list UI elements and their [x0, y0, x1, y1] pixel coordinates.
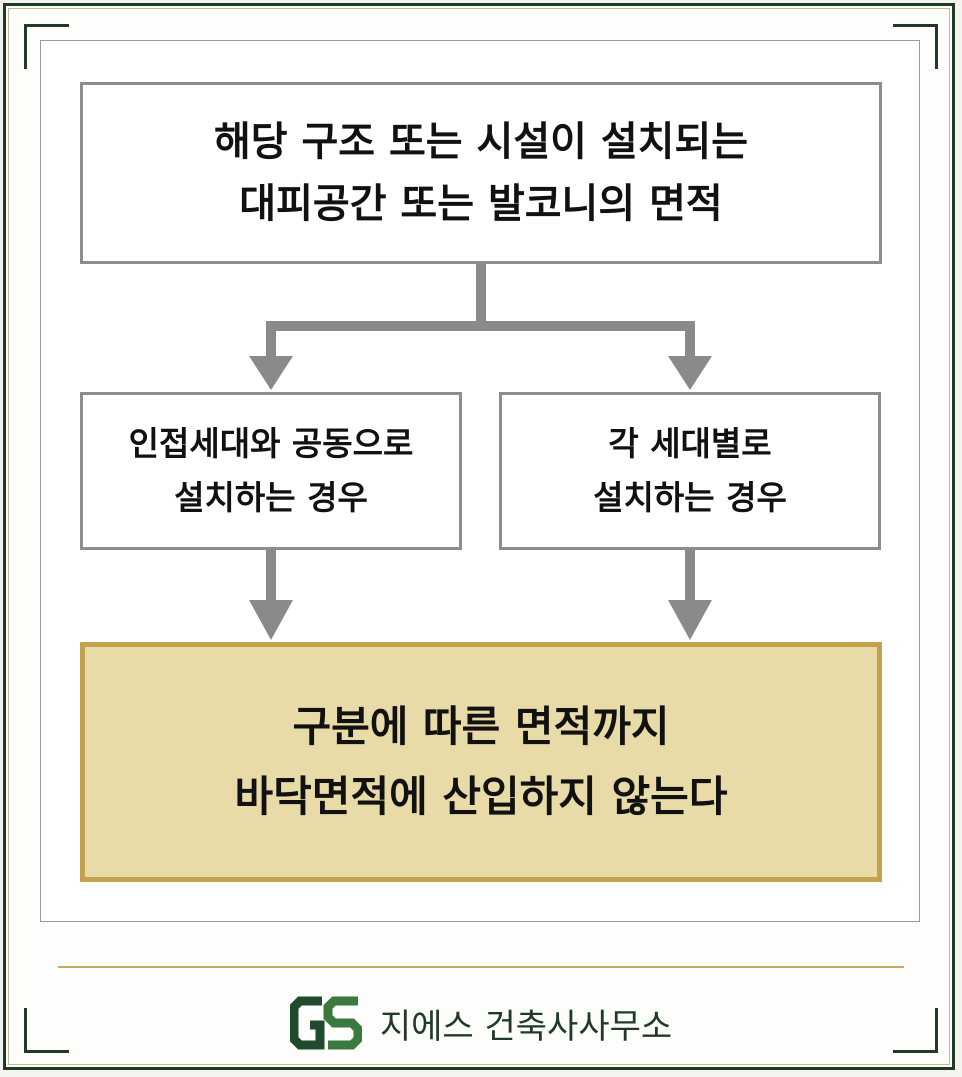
firm-logo-icon	[289, 996, 362, 1050]
result-box-line-1: 구분에 따른 면적까지	[292, 702, 670, 751]
result-box: 구분에 따른 면적까지 바닥면적에 산입하지 않는다	[80, 642, 882, 882]
corner-ornament-bottom-left	[24, 1008, 69, 1053]
right-box: 각 세대별로 설치하는 경우	[499, 392, 881, 550]
inner-gold-border	[8, 8, 950, 1065]
corner-ornament-top-right	[893, 24, 938, 69]
top-box: 해당 구조 또는 시설이 설치되는 대피공간 또는 발코니의 면적	[80, 82, 882, 264]
right-box-line-2: 설치하는 경우	[593, 478, 787, 517]
corner-ornament-top-left	[24, 24, 69, 69]
result-box-line-2: 바닥면적에 산입하지 않는다	[234, 772, 728, 821]
arrowhead-left-upper	[249, 356, 293, 390]
firm-name: 지에스 건축사사무소	[379, 1006, 673, 1047]
arrowhead-right-upper	[668, 356, 712, 390]
corner-ornament-bottom-right	[893, 1008, 938, 1053]
top-box-line-2: 대피공간 또는 발코니의 면적	[239, 181, 723, 227]
arrowhead-left-lower	[249, 600, 293, 640]
left-box-line-2: 설치하는 경우	[174, 478, 368, 517]
right-box-line-1: 각 세대별로	[608, 424, 772, 463]
left-box: 인접세대와 공동으로 설치하는 경우	[80, 392, 462, 550]
left-box-line-1: 인접세대와 공동으로	[128, 424, 414, 463]
top-box-line-1: 해당 구조 또는 시설이 설치되는	[213, 119, 749, 165]
footer: 지에스 건축사사무소	[0, 988, 962, 1058]
arrowhead-right-lower	[668, 600, 712, 640]
footer-divider	[58, 966, 904, 968]
